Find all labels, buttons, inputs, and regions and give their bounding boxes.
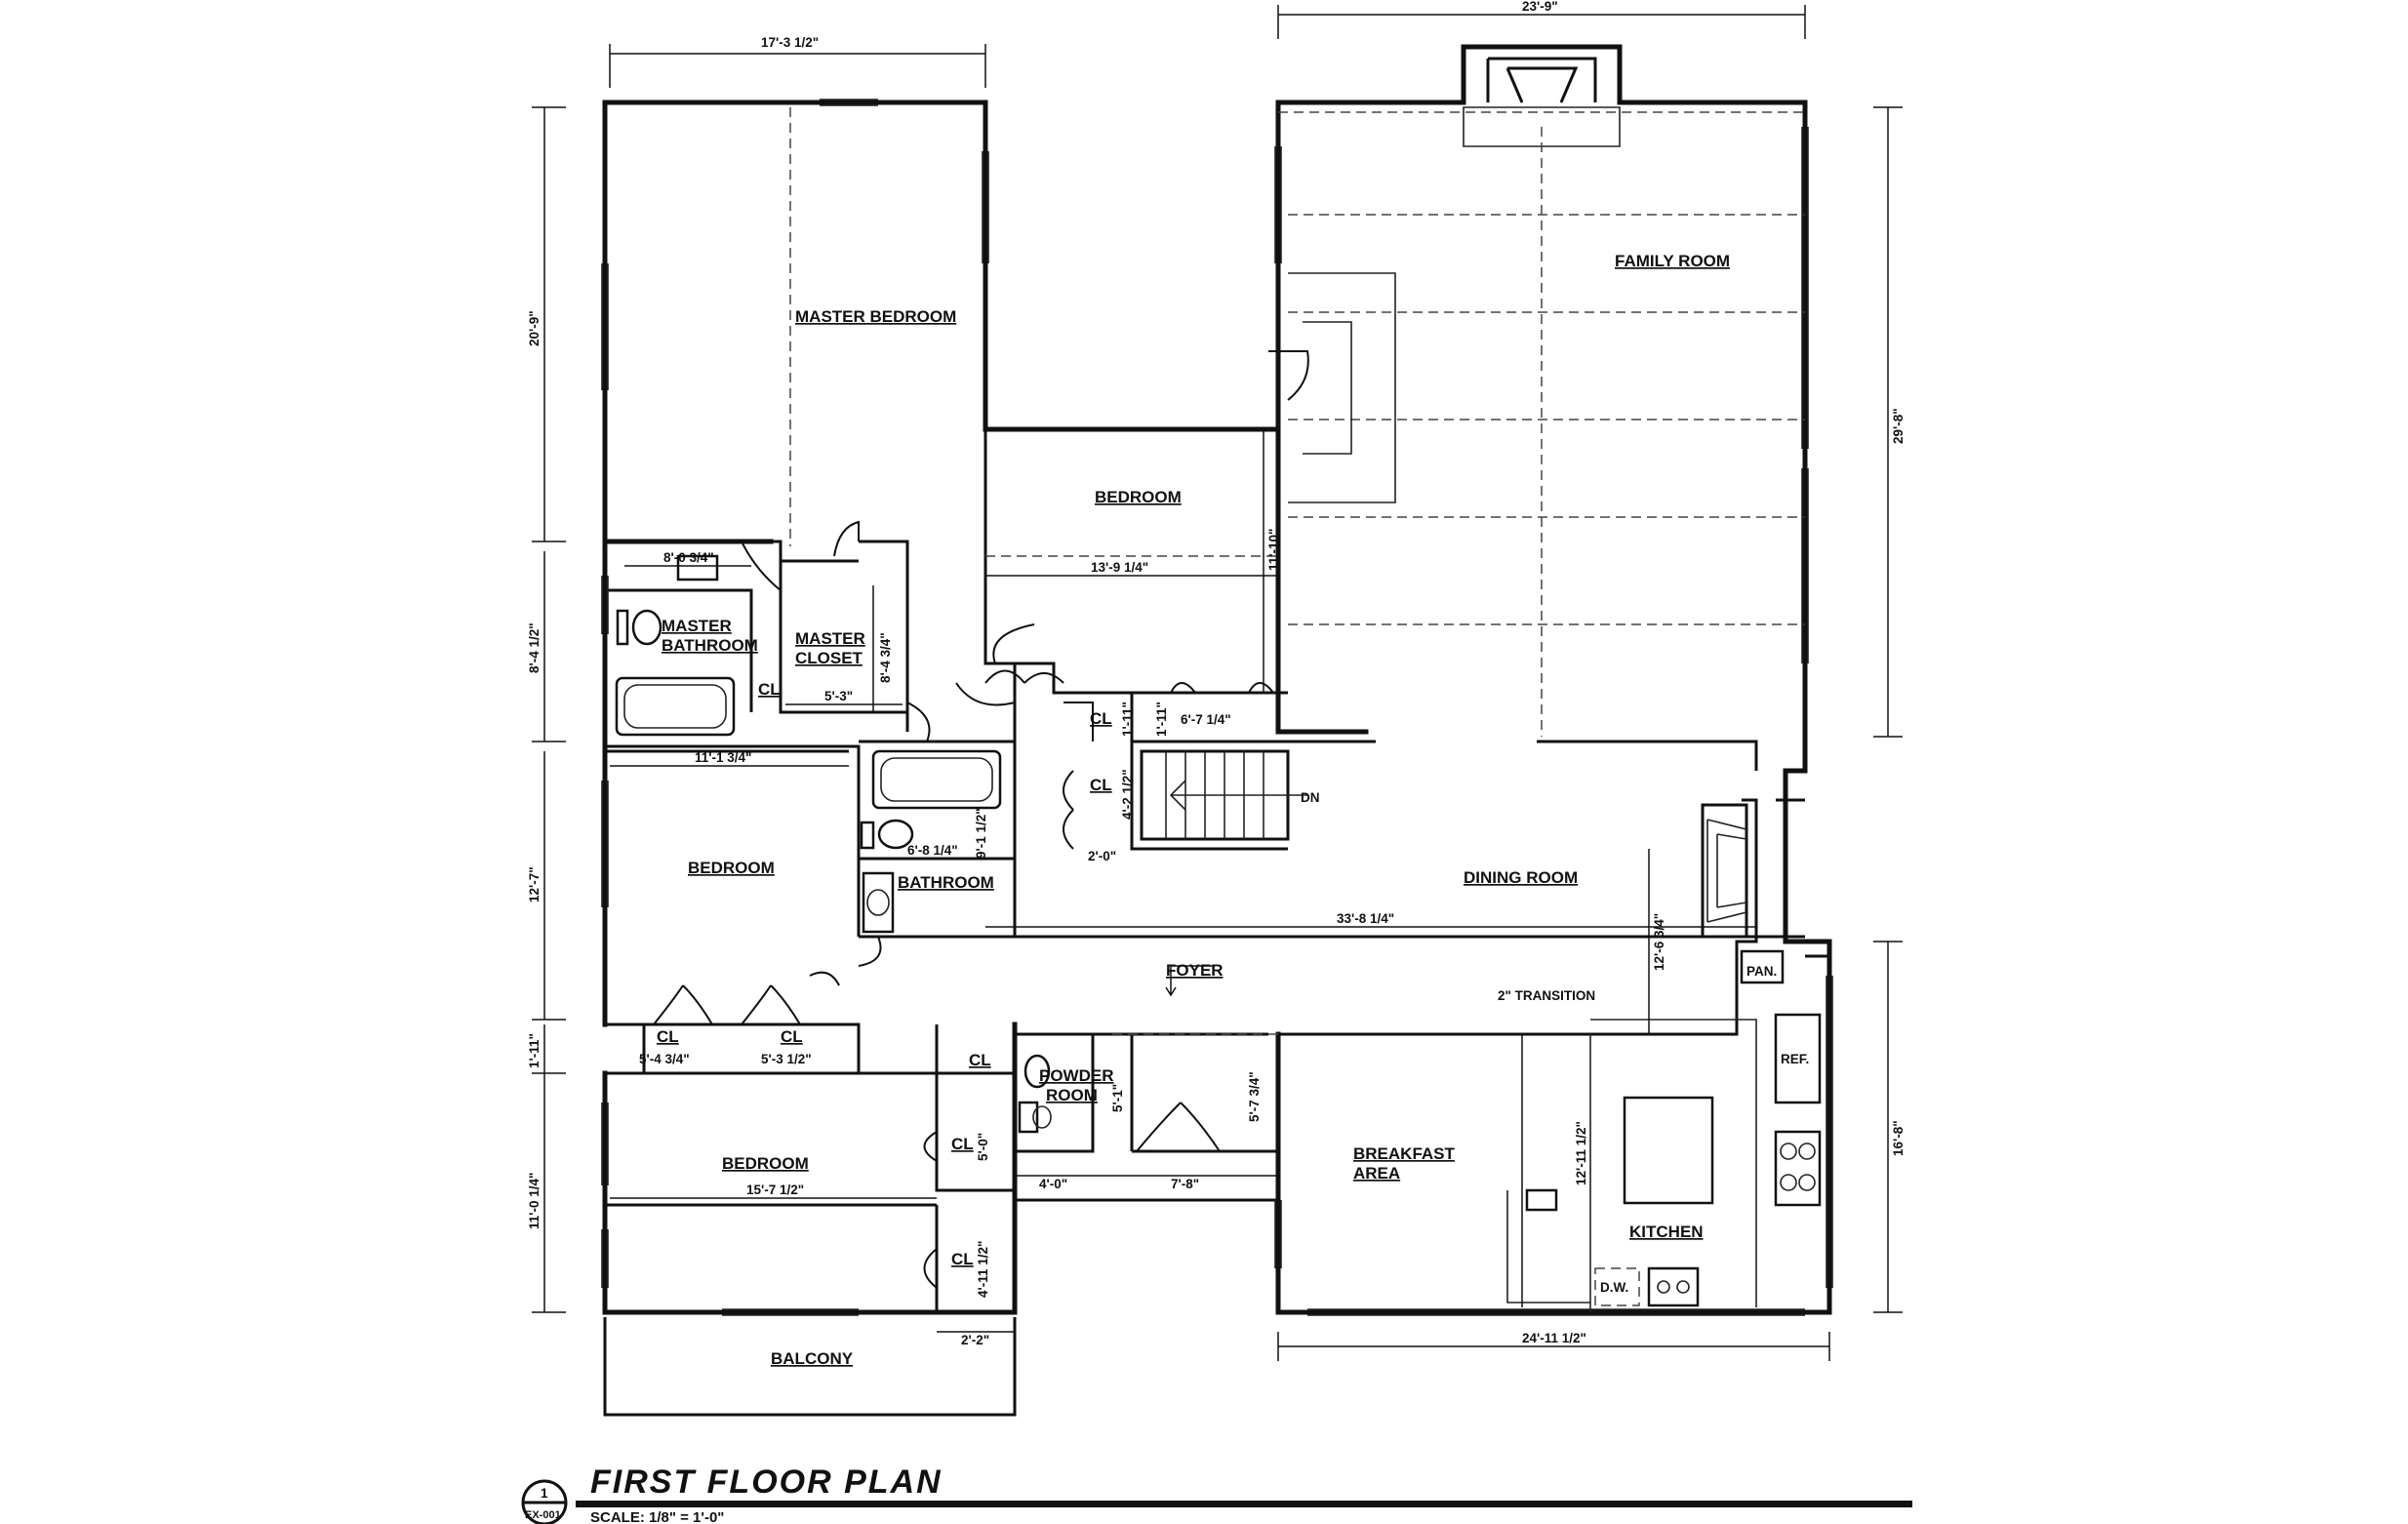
label-master-closet: MASTER: [795, 629, 865, 648]
label-powder-room-2: ROOM: [1046, 1086, 1098, 1104]
dim-cl-width-2: 2'-0": [1088, 849, 1116, 863]
title-underline: [576, 1501, 1912, 1507]
plan-title: FIRST FLOOR PLAN: [590, 1464, 943, 1501]
label-bedroom-left: BEDROOM: [688, 859, 775, 877]
dim-mcloset-width: 5'-3": [824, 689, 853, 703]
dim-balcony-depth: 2'-2": [961, 1333, 989, 1347]
dim-w7: 7'-8": [1171, 1177, 1199, 1191]
dim-w4: 4'-0": [1039, 1177, 1067, 1191]
dim-kitchen-span: 12'-11 1/2": [1574, 1121, 1588, 1185]
label-master-bedroom: MASTER BEDROOM: [795, 307, 956, 326]
dim-family-height: 29'-8": [1891, 408, 1906, 444]
label-dining-room: DINING ROOM: [1464, 868, 1578, 887]
dim-bed-left-width: 11'-1 3/4": [695, 750, 751, 765]
room-labels: MASTER BEDROOM MASTER BATHROOM MASTER CL…: [657, 252, 1730, 1368]
doors: [653, 350, 1309, 1289]
dim-powder-height: 5'-1": [1110, 1084, 1125, 1112]
dimension-labels: 17'-3 1/2" 23'-9" 20'-9" 8'-4 1/2" 12'-7…: [527, 0, 1906, 1347]
label-master-bathroom-2: BATHROOM: [662, 636, 758, 655]
dim-dining-width: 33'-8 1/4": [1337, 911, 1394, 926]
dim-kitchen-height: 16'-8": [1891, 1120, 1906, 1156]
label-bathroom: BATHROOM: [898, 873, 994, 892]
dim-mbath-width: 8'-0 3/4": [663, 550, 714, 565]
dim-bed-left-height: 12'-7": [527, 866, 542, 902]
label-breakfast-area-2: AREA: [1353, 1164, 1400, 1183]
dim-bed-lower-height: 11'-0 1/4": [527, 1173, 542, 1229]
dim-bed-mid-width: 13'-9 1/4": [1091, 560, 1148, 575]
dim-master-height: 20'-9": [527, 310, 542, 346]
label-closet-hall-2: CL: [1090, 776, 1112, 794]
label-powder-room: POWDER: [1039, 1066, 1114, 1085]
label-closet-b: CL: [781, 1027, 803, 1046]
dim-hall-cl-1: 1'-11": [1120, 702, 1135, 737]
dim-cl-b: 5'-3 1/2": [761, 1052, 812, 1066]
label-bedroom-lower: BEDROOM: [722, 1154, 809, 1173]
dim-cl-a: 5'-4 3/4": [639, 1052, 690, 1066]
dim-hall-cl-2: 1'-11": [1154, 702, 1169, 737]
fixture-labels: PAN. REF. D.W. DN 2" TRANSITION: [1301, 790, 1809, 1295]
dim-bed-mid-height: 11'-10": [1266, 529, 1281, 571]
dim-cl-d: 4'-11 1/2": [976, 1241, 990, 1298]
walls: [602, 44, 1832, 1417]
dim-mcloset-height: 8'-4 3/4": [878, 632, 893, 683]
label-closet-d: CL: [951, 1250, 974, 1268]
label-closet-hall-1: CL: [1090, 709, 1112, 728]
dim-hall-cl-3: 6'-7 1/4": [1181, 712, 1231, 727]
dim-entry-cl-height: 5'-7 3/4": [1247, 1071, 1262, 1122]
dim-cl-c: 5'-0": [976, 1133, 990, 1161]
dim-cl-depth: 4'-2 1/2": [1120, 769, 1135, 820]
dim-top-right: 23'-9": [1522, 0, 1558, 14]
fixtures: [615, 554, 1822, 1307]
label-refrigerator: REF.: [1781, 1052, 1809, 1066]
dim-bath-width: 6'-8 1/4": [907, 843, 958, 858]
label-transition: 2" TRANSITION: [1498, 988, 1595, 1003]
label-foyer: FOYER: [1166, 961, 1224, 980]
label-closet-entry: CL: [969, 1051, 991, 1069]
dim-bottom-right: 24'-11 1/2": [1522, 1331, 1586, 1345]
title-block: 1 EX-001 FIRST FLOOR PLAN SCALE: 1/8" = …: [521, 1464, 1912, 1524]
dim-bed-lower-width: 15'-7 1/2": [746, 1183, 804, 1197]
label-pantry: PAN.: [1746, 964, 1777, 979]
label-bedroom-mid: BEDROOM: [1095, 488, 1182, 506]
label-master-bathroom: MASTER: [662, 617, 732, 635]
label-stair-down: DN: [1301, 790, 1320, 805]
label-master-closet-2: CLOSET: [795, 649, 863, 667]
dim-dining-height: 12'-6 3/4": [1652, 913, 1666, 971]
label-kitchen: KITCHEN: [1629, 1223, 1704, 1241]
label-family-room: FAMILY ROOM: [1615, 252, 1730, 270]
plan-scale: SCALE: 1/8" = 1'-0": [590, 1509, 724, 1524]
label-balcony: BALCONY: [771, 1349, 854, 1368]
dim-bath-height: 9'-1 1/2": [974, 808, 988, 859]
beam-lines: [789, 107, 1805, 1312]
label-breakfast-area: BREAKFAST: [1353, 1144, 1456, 1163]
dimension-lines: [532, 5, 1903, 1361]
dim-top-left: 17'-3 1/2": [761, 35, 819, 50]
label-closet-mbath: CL: [758, 680, 781, 699]
title-sheet-number: EX-001: [525, 1509, 561, 1521]
dim-cl-height: 1'-11": [527, 1033, 542, 1068]
label-closet-a: CL: [657, 1027, 679, 1046]
label-closet-c: CL: [951, 1135, 974, 1153]
windows: [601, 99, 1833, 1316]
label-dishwasher: D.W.: [1600, 1280, 1628, 1295]
dim-mbath-height: 8'-4 1/2": [527, 622, 542, 673]
title-bubble-number: 1: [541, 1486, 548, 1501]
